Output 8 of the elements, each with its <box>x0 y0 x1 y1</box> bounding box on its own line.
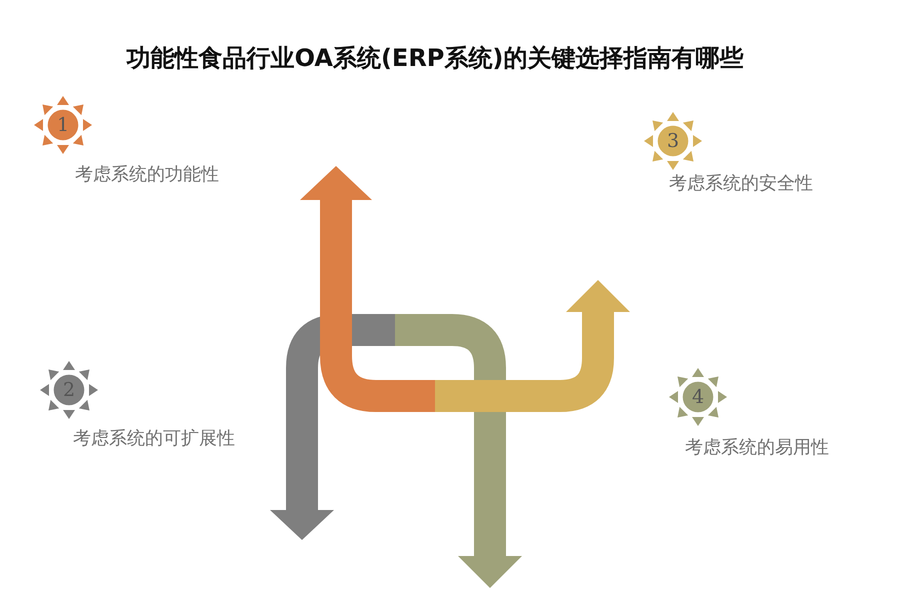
step-number: 4 <box>690 385 706 410</box>
step-number: 3 <box>666 129 680 154</box>
step-caption: 考虑系统的可扩展性 <box>73 427 235 450</box>
step-caption: 考虑系统的安全性 <box>669 172 813 195</box>
step-number: 1 <box>56 113 70 138</box>
step-caption: 考虑系统的易用性 <box>685 436 829 459</box>
title: 功能性食品行业OA系统(ERP系统)的关键选择指南有哪些 <box>125 43 744 74</box>
step-caption: 考虑系统的功能性 <box>75 163 219 186</box>
